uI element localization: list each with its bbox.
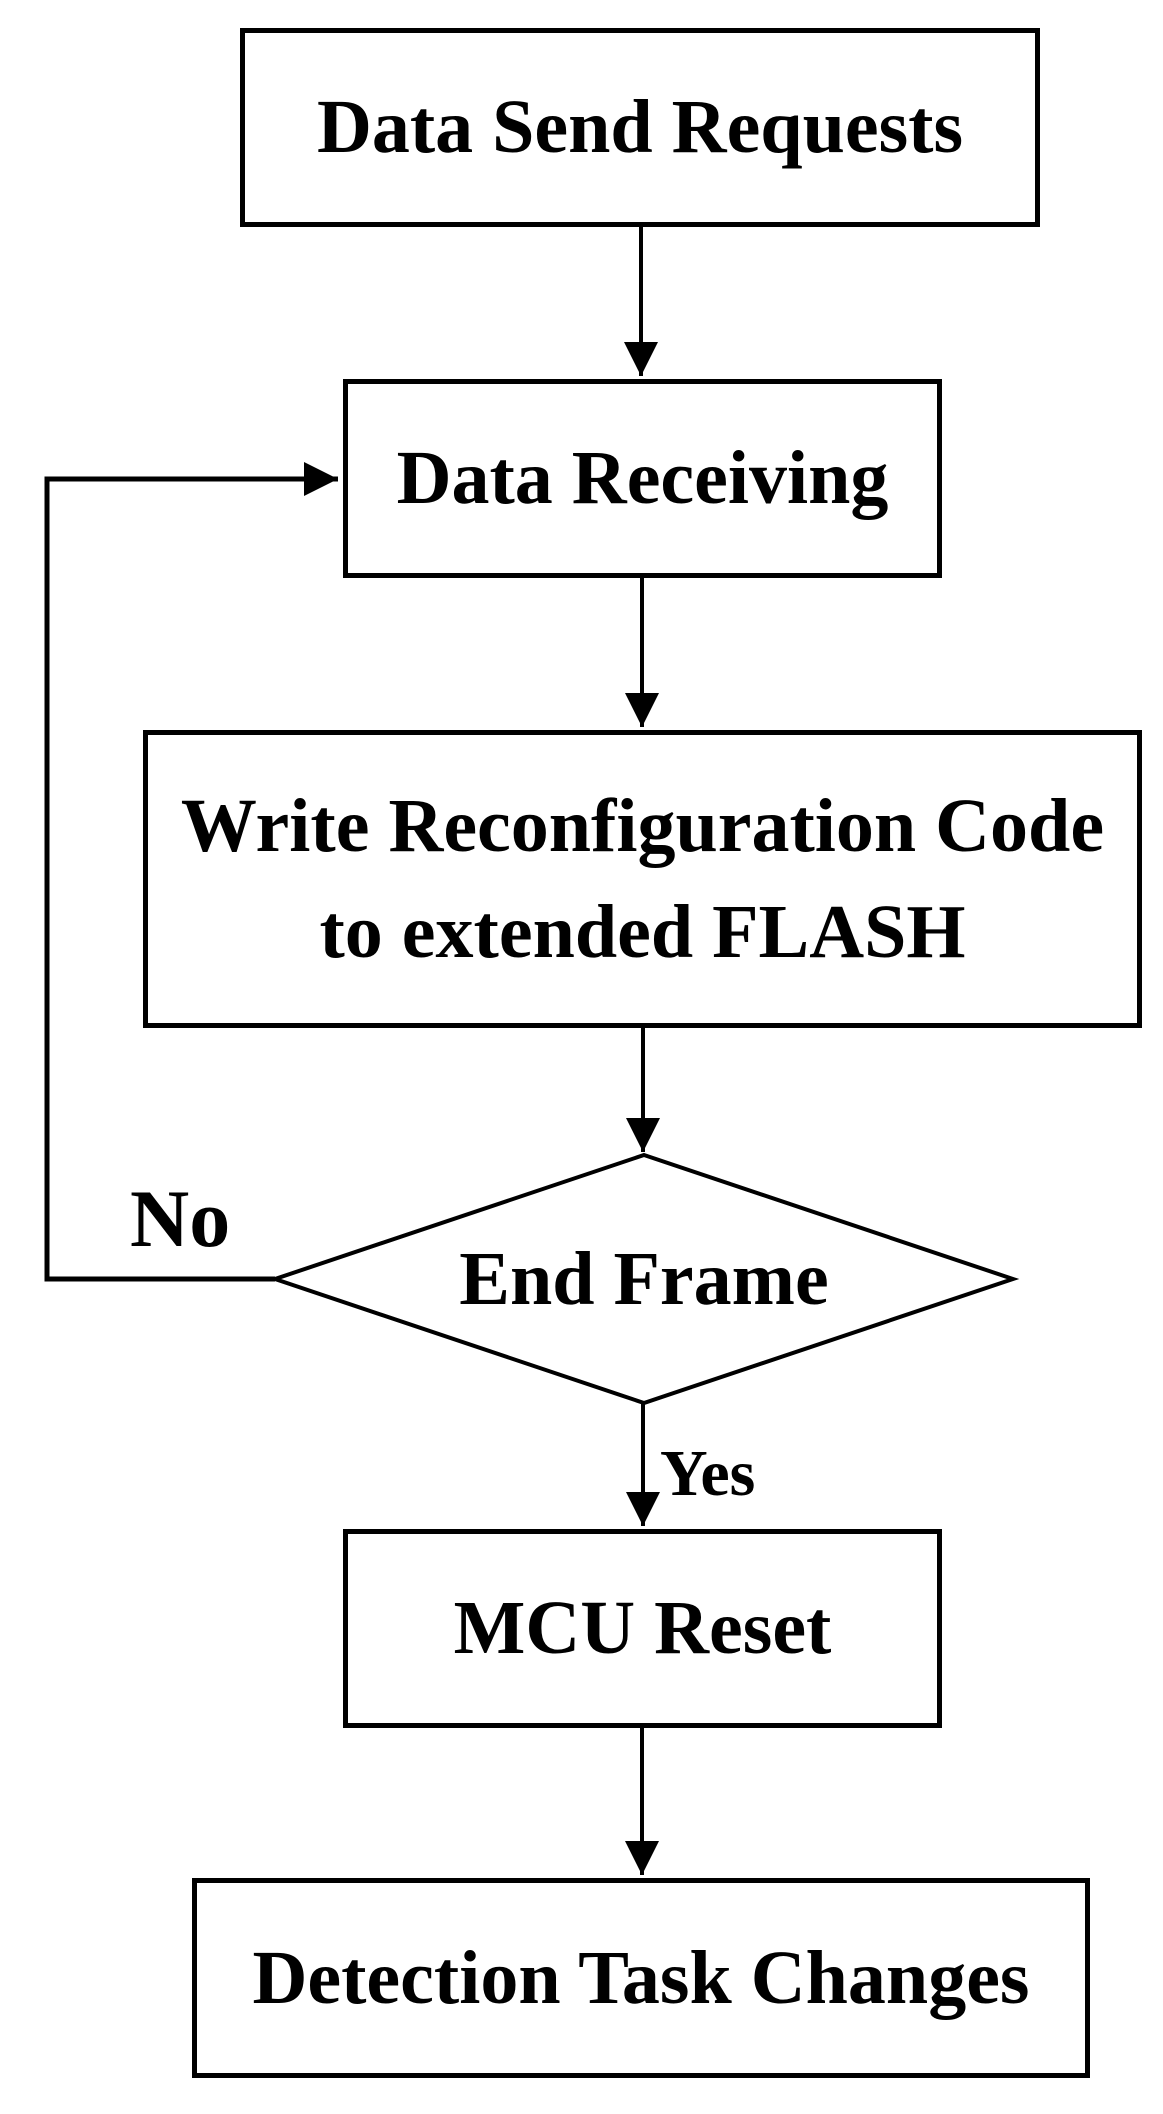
flowchart-node-end-frame: End Frame [275, 1155, 1013, 1403]
flowchart-node-detection-task-changes: Detection Task Changes [192, 1878, 1090, 2078]
flowchart-node-write-reconfiguration: Write Reconfiguration Code to extended F… [143, 730, 1142, 1028]
node-label-data-receiving: Data Receiving [396, 436, 889, 521]
flowchart-node-data-send-requests: Data Send Requests [240, 28, 1040, 227]
node-label-data-send-requests: Data Send Requests [316, 85, 964, 170]
node-label-write-reconfiguration-line1: Write Reconfiguration Code [180, 783, 1105, 868]
flowchart-node-mcu-reset: MCU Reset [343, 1529, 942, 1728]
node-label-end-frame: End Frame [459, 1236, 829, 1321]
flowchart-node-data-receiving: Data Receiving [343, 379, 942, 578]
edge-label-no: No [130, 1173, 231, 1264]
node-label-detection-task-changes: Detection Task Changes [252, 1935, 1030, 2020]
node-label-mcu-reset: MCU Reset [453, 1586, 832, 1671]
edge-label-yes: Yes [660, 1437, 756, 1510]
edge-end-frame-to-data-receiving-no [44, 462, 338, 1282]
node-label-write-reconfiguration-line2: to extended FLASH [319, 890, 966, 974]
